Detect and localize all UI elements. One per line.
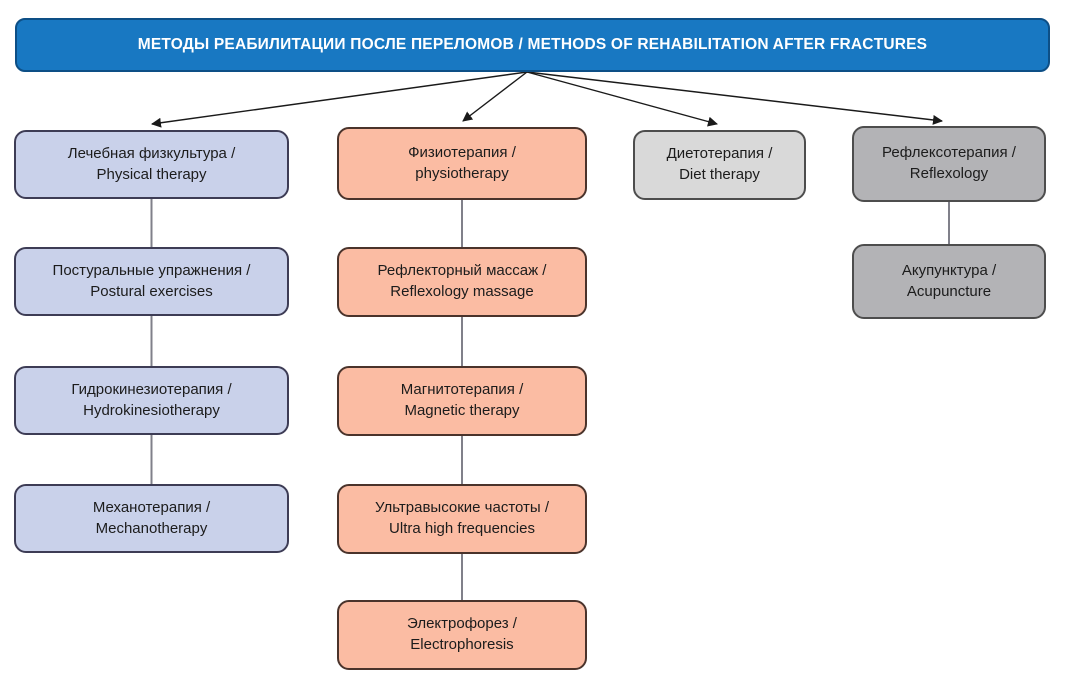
node-label-ru: Физиотерапия /	[408, 143, 516, 161]
node-reflexology-massage: Рефлекторный массаж / Reflexology massag…	[337, 247, 587, 317]
node-physical-therapy: Лечебная физкультура / Physical therapy	[14, 130, 289, 199]
node-label-ru: Механотерапия /	[92, 498, 211, 516]
node-label-en: Magnetic therapy	[404, 402, 520, 419]
node-electrophoresis: Электрофорез / Electrophoresis	[337, 600, 587, 670]
node-label-ru: Гидрокинезиотерапия /	[71, 380, 232, 398]
node-label-ru: Электрофорез /	[407, 615, 517, 633]
node-hydrokinesiotherapy: Гидрокинезиотерапия / Hydrokinesiotherap…	[14, 366, 289, 435]
node-label-ru: Рефлексотерапия /	[882, 144, 1016, 162]
node-label-ru: Постуральные упражнения /	[52, 261, 251, 279]
node-label-ru: Магнитотерапия /	[400, 381, 524, 399]
node-acupuncture: Акупунктура / Acupuncture	[852, 244, 1046, 319]
node-diet-therapy: Диетотерапия / Diet therapy	[633, 130, 806, 200]
node-reflexology: Рефлексотерапия / Reflexology	[852, 126, 1046, 202]
node-label-ru: Рефлекторный массаж /	[377, 262, 547, 280]
node-label-en: Electrophoresis	[410, 636, 514, 653]
fanout-arrows	[151, 71, 943, 128]
node-label-en: Hydrokinesiotherapy	[83, 401, 220, 419]
title-banner: МЕТОДЫ РЕАБИЛИТАЦИИ ПОСЛЕ ПЕРЕЛОМОВ / ME…	[15, 18, 1050, 72]
node-label-ru: Акупунктура /	[901, 261, 997, 279]
node-label-en: Postural exercises	[90, 282, 213, 300]
node-label-ru: Диетотерапия /	[666, 145, 773, 163]
node-label-en: physiotherapy	[415, 164, 509, 182]
node-label-en: Mechanotherapy	[95, 519, 208, 537]
node-ultra-high-frequencies: Ультравысокие частоты / Ultra high frequ…	[337, 484, 587, 554]
node-label-en: Reflexology	[909, 165, 989, 182]
node-label-en: Acupuncture	[906, 282, 992, 300]
node-label-en: Reflexology massage	[390, 283, 534, 300]
node-magnetic-therapy: Магнитотерапия / Magnetic therapy	[337, 366, 587, 436]
node-label-ru: Лечебная физкультура /	[67, 144, 236, 162]
node-physiotherapy: Физиотерапия / physiotherapy	[337, 127, 587, 200]
node-mechanotherapy: Механотерапия / Mechanotherapy	[14, 484, 289, 553]
diagram-title: МЕТОДЫ РЕАБИЛИТАЦИИ ПОСЛЕ ПЕРЕЛОМОВ / ME…	[137, 36, 928, 53]
node-label-en: Ultra high frequencies	[389, 520, 535, 537]
node-label-en: Diet therapy	[679, 166, 760, 183]
node-postural-exercises: Постуральные упражнения / Postural exerc…	[14, 247, 289, 316]
node-label-ru: Ультравысокие частоты /	[374, 499, 550, 517]
node-label-en: Physical therapy	[96, 165, 207, 183]
